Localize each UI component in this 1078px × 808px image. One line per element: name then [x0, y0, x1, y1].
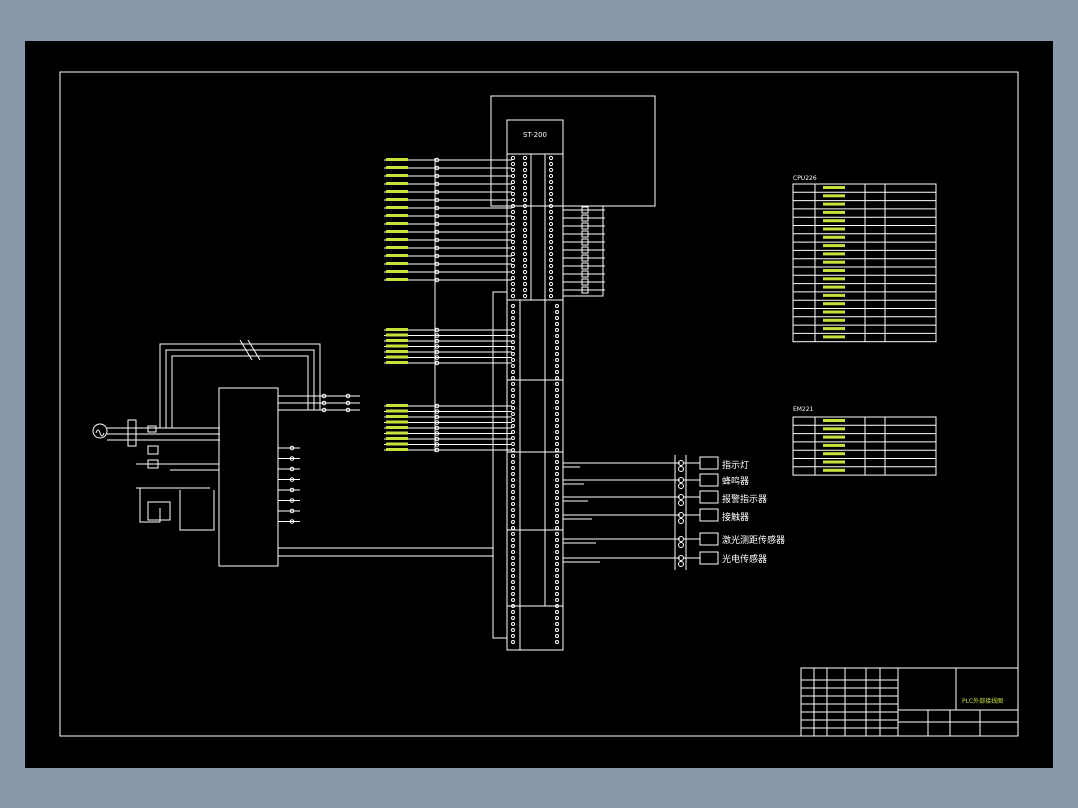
- output-label-4: 激光测距传感器: [722, 534, 785, 546]
- output-label-2: 报警指示器: [722, 493, 767, 505]
- drawing-title: PLC外部接线图: [962, 697, 1003, 705]
- em-table-title: EM221: [793, 406, 814, 413]
- relay-outputs: [563, 96, 656, 294]
- module-terminals: [511, 304, 559, 644]
- plc-model-label: ST-200: [523, 131, 547, 139]
- cpu-io-table: [792, 183, 937, 343]
- title-block: [800, 667, 1019, 737]
- cpu-table-title: CPU226: [793, 175, 817, 182]
- output-wiring: [563, 455, 687, 570]
- output-label-0: 指示灯: [722, 459, 749, 471]
- output-label-5: 光电传感器: [722, 553, 767, 565]
- drawing-border: [59, 71, 1019, 737]
- output-label-3: 接触器: [722, 511, 749, 523]
- inverter-io: [278, 393, 351, 524]
- module-rail: [492, 291, 508, 639]
- em-io-table: [792, 416, 937, 476]
- motor-symbol: [92, 423, 108, 439]
- output-label-1: 蜂鸣器: [722, 475, 749, 487]
- output-devices: [684, 456, 719, 565]
- drawing-sheet: [25, 41, 1053, 768]
